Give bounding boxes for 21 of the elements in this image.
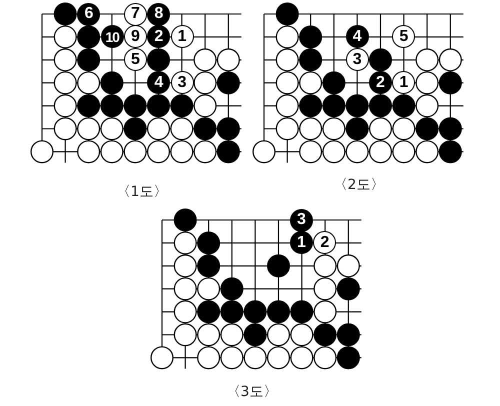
numbered-stone: 10 — [100, 25, 124, 48]
numbered-stone: 5 — [392, 25, 416, 48]
diagram-caption: 〈2도〉 — [334, 177, 384, 193]
numbered-stone: 4 — [346, 25, 369, 48]
numbered-stone: 2 — [313, 231, 336, 254]
numbered-stone: 3 — [290, 208, 313, 232]
numbered-stone: 7 — [124, 2, 147, 26]
numbered-stone: 9 — [124, 25, 147, 48]
numbered-stone: 3 — [346, 48, 369, 72]
numbered-stone: 5 — [124, 48, 147, 72]
numbered-stone: 3 — [170, 71, 194, 94]
numbered-stone: 1 — [290, 231, 313, 254]
numbered-stone: 1 — [170, 25, 194, 48]
diagram-caption: 〈1도〉 — [116, 184, 168, 200]
numbered-stone: 6 — [77, 2, 100, 26]
numbered-stone: 1 — [392, 71, 416, 94]
numbered-stone: 2 — [369, 71, 392, 94]
numbered-stone: 4 — [147, 71, 170, 94]
numbered-stone: 2 — [147, 25, 170, 48]
diagram-caption: 〈3도〉 — [226, 384, 278, 400]
numbered-stone: 8 — [147, 2, 170, 26]
